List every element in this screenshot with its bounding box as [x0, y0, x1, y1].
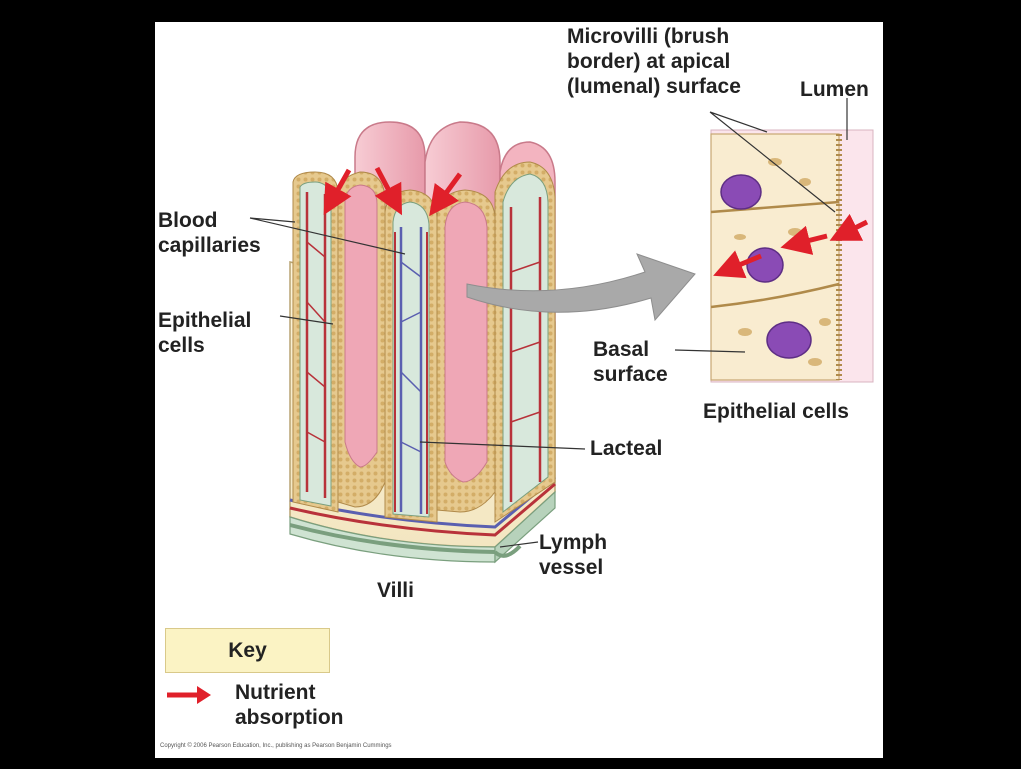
copyright-notice: Copyright © 2006 Pearson Education, Inc.…: [160, 743, 392, 749]
diagram-slide: Microvilli (brush border) at apical (lum…: [155, 22, 883, 758]
lacteal-label: Lacteal: [590, 436, 662, 461]
key-item-nutrient-absorption: Nutrient absorption: [235, 680, 344, 730]
epithelial-cells-inset: [711, 130, 873, 382]
epithelial-cells-left-label: Epithelial cells: [158, 308, 251, 358]
lumen-label: Lumen: [800, 77, 869, 102]
villus-left: [293, 172, 338, 512]
villus-middle-left: [338, 172, 385, 507]
lymph-vessel-label: Lymph vessel: [539, 530, 607, 580]
key-box: Key: [165, 628, 330, 673]
red-arrow-icon: [167, 686, 211, 704]
basal-surface-label: Basal surface: [593, 337, 668, 387]
key-title: Key: [228, 639, 267, 663]
epithelial-cells-caption: Epithelial cells: [703, 399, 849, 424]
villus-right: [437, 190, 495, 512]
microvilli-label: Microvilli (brush border) at apical (lum…: [567, 24, 741, 99]
blood-capillaries-label: Blood capillaries: [158, 208, 261, 258]
villi-label: Villi: [377, 578, 414, 603]
villus-far-right: [495, 162, 555, 522]
